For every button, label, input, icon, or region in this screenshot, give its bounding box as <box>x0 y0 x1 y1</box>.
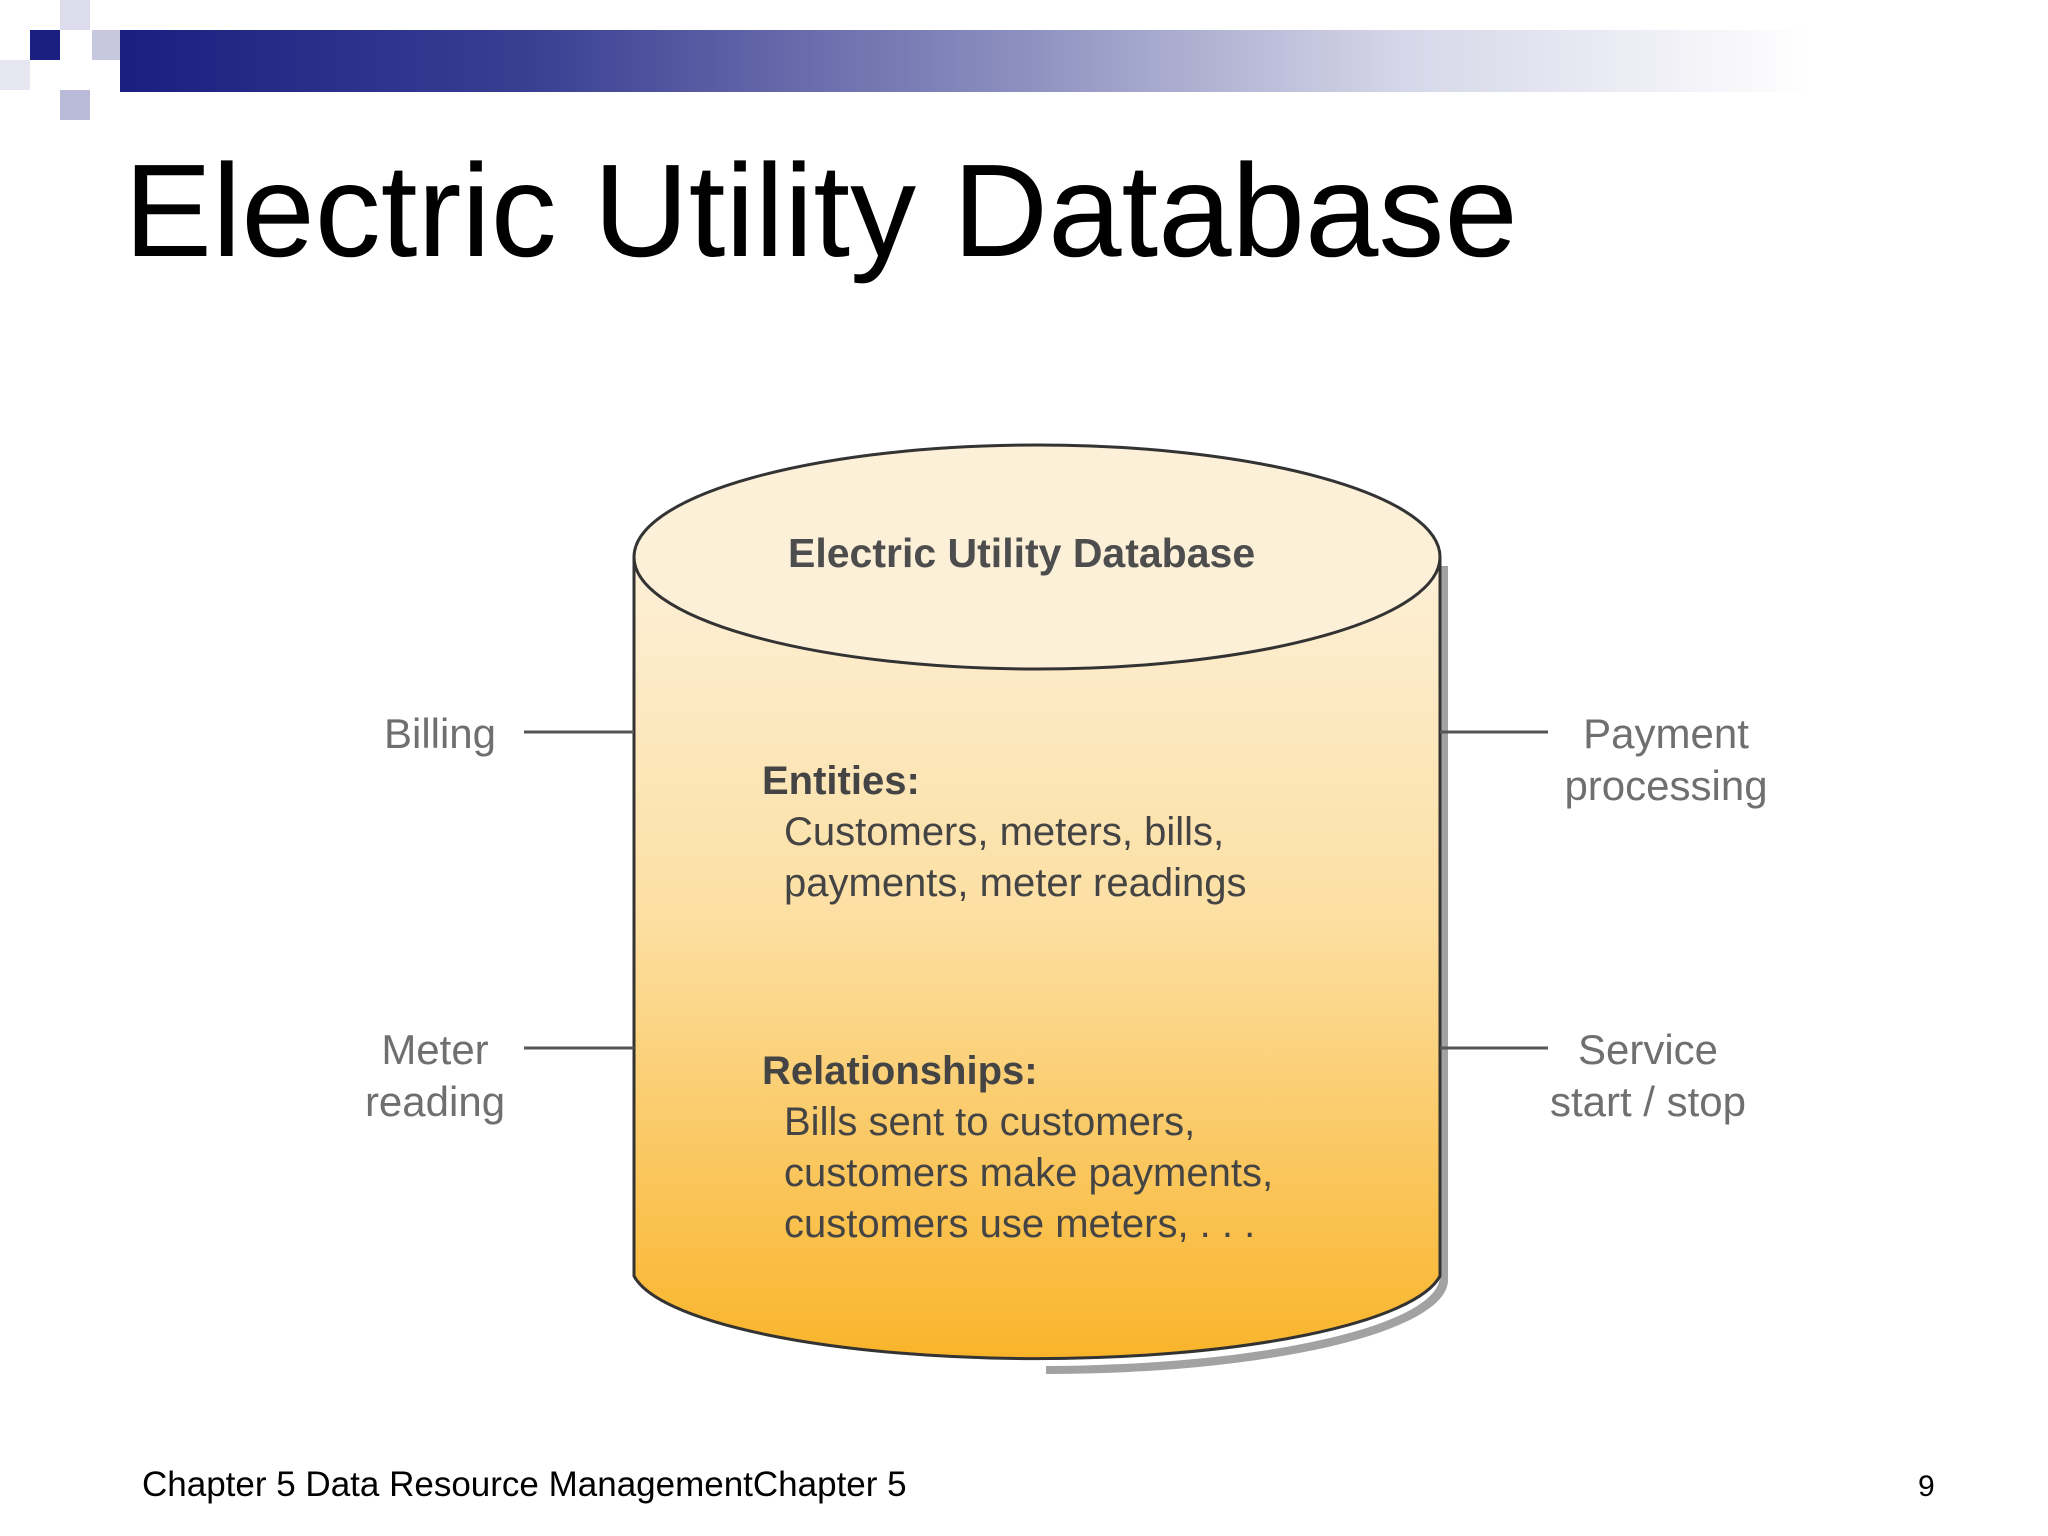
label-line: reading <box>364 1078 506 1125</box>
relationships-line: customers make payments, <box>784 1151 1274 1195</box>
relationships-line: customers use meters, . . . <box>784 1202 1256 1246</box>
entities-block: Entities: Customers, meters, bills, paym… <box>762 756 1246 909</box>
relationships-heading: Relationships: <box>762 1049 1038 1093</box>
header-square-1 <box>30 30 60 60</box>
entities-line: payments, meter readings <box>784 861 1247 905</box>
cylinder-body <box>632 555 1442 1361</box>
relationships-line: Bills sent to customers, <box>784 1100 1196 1144</box>
cylinder-title: Electric Utility Database <box>788 530 1256 576</box>
relationships-block: Relationships: Bills sent to customers, … <box>762 1046 1273 1250</box>
label-service-start-stop: Service start / stop <box>1548 1024 1748 1128</box>
label-meter-reading: Meter reading <box>350 1024 520 1128</box>
header-square-3 <box>92 30 122 60</box>
label-line: Payment <box>1583 710 1749 757</box>
entities-line: Customers, meters, bills, <box>784 810 1225 854</box>
label-payment-processing: Payment processing <box>1556 708 1776 812</box>
label-line: Billing <box>383 710 497 757</box>
label-line: Service <box>1577 1026 1719 1073</box>
header-square-2 <box>60 0 90 30</box>
label-line: processing <box>1564 762 1768 809</box>
header-square-4 <box>60 90 90 120</box>
label-billing: Billing <box>360 708 520 760</box>
slide-title: Electric Utility Database <box>124 137 1518 284</box>
slide-footer: Chapter 5 Data Resource ManagementChapte… <box>142 1465 907 1504</box>
label-line: Meter <box>381 1026 489 1073</box>
entities-heading: Entities: <box>762 759 920 803</box>
header-square-5 <box>0 60 30 90</box>
page-number: 9 <box>1918 1470 1935 1503</box>
cylinder-top <box>632 443 1442 671</box>
title-gradient-bar <box>120 30 2000 92</box>
label-line: start / stop <box>1549 1078 1747 1125</box>
